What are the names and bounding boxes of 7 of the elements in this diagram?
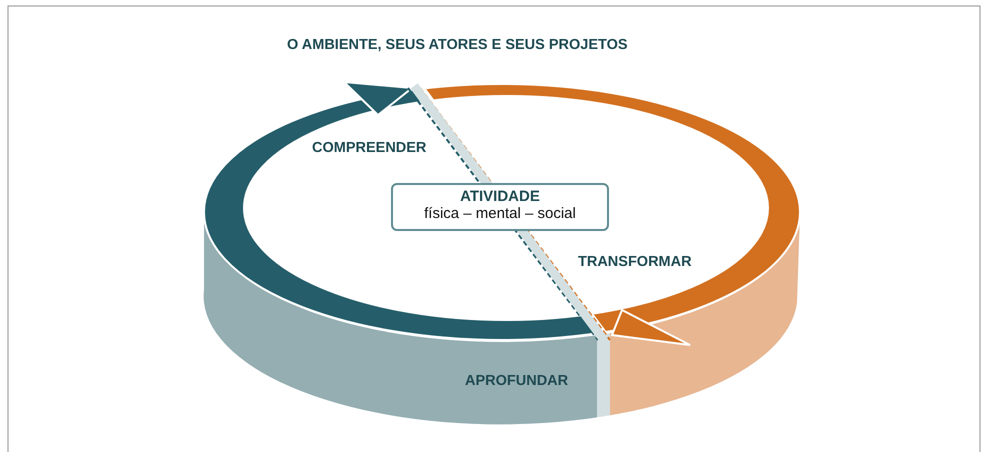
diagram-title: O AMBIENTE, SEUS ATORES E SEUS PROJETOS [287,37,628,53]
box-heading: ATIVIDADE [459,188,541,205]
stage-label: TRANSFORMAR [578,254,692,270]
stage-label: COMPREENDER [312,140,426,156]
activity-box [391,183,609,231]
stage-label: APROFUNDAR [465,373,568,389]
box-text: física – mental – social [423,205,577,222]
